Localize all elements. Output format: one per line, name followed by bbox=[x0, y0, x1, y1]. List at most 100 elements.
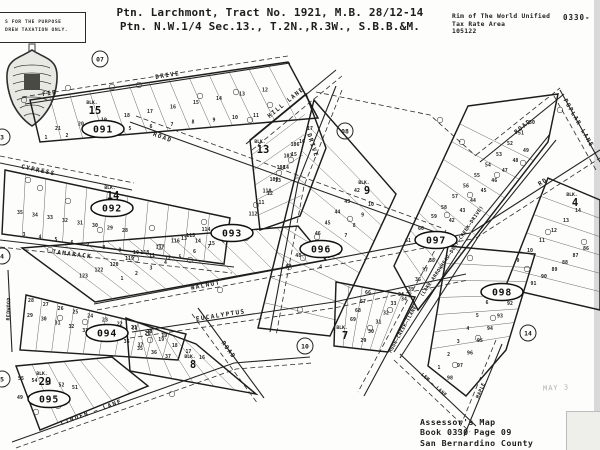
lot-number: 35 bbox=[17, 210, 23, 216]
lot-number: 21 bbox=[131, 325, 137, 331]
lot-number: 4 bbox=[39, 235, 42, 241]
block-15-lot-division bbox=[148, 82, 169, 132]
block-094-lot-division bbox=[51, 302, 59, 353]
lot-number: 66 bbox=[365, 290, 371, 296]
lot-number: 92 bbox=[507, 301, 513, 307]
block-7-lot-division bbox=[369, 291, 389, 351]
road-blk8-label: ROAD bbox=[219, 340, 236, 360]
lot-number: 60 bbox=[418, 226, 424, 232]
block-14-lot-division bbox=[62, 183, 67, 243]
lot-number: 49 bbox=[523, 148, 529, 154]
block-9-lot-division bbox=[288, 201, 367, 258]
lot-number: 11 bbox=[253, 113, 259, 119]
area-ref: 5 bbox=[0, 375, 4, 383]
lot-number: 55 bbox=[18, 376, 24, 382]
block-15-lot-division bbox=[168, 79, 190, 130]
block-14-lot-division bbox=[143, 200, 149, 254]
parcel-circle bbox=[132, 255, 140, 263]
lot-number: 35 bbox=[408, 287, 414, 293]
block-9-lot-division bbox=[264, 302, 338, 321]
parcel-circle bbox=[56, 314, 64, 322]
parcel-circle bbox=[346, 215, 354, 223]
lot-number: 26 bbox=[58, 306, 64, 312]
block-id: 095 bbox=[39, 395, 59, 406]
block-14-lot-division bbox=[183, 209, 190, 259]
block-15-lot-division bbox=[267, 64, 297, 120]
lot-number: 30 bbox=[368, 329, 374, 335]
lot-number: 4 bbox=[164, 260, 167, 266]
block-id: 098 bbox=[492, 288, 512, 299]
block-093-lot-division bbox=[64, 244, 131, 296]
lot-number: 69 bbox=[350, 317, 356, 323]
fir-drive-road bbox=[24, 62, 291, 105]
footer-line-3: San Bernardino County bbox=[420, 437, 534, 448]
county-seal-icon bbox=[6, 43, 58, 127]
block-7-lot-division bbox=[342, 284, 350, 348]
block-number: 15 bbox=[89, 105, 102, 117]
area-ref-circle bbox=[519, 324, 537, 342]
block-094-lot-division bbox=[35, 298, 43, 352]
purpose-stamp-box: S FOR THE PURPOSE DREW TAXATION ONLY. bbox=[0, 12, 86, 43]
lot-number: 1 bbox=[45, 135, 48, 141]
lot-number: 45 bbox=[481, 188, 487, 194]
block-id-ellipse bbox=[210, 223, 254, 243]
lot-number: 15 bbox=[291, 152, 297, 158]
block-id-ellipse bbox=[27, 389, 71, 409]
lot-number: 1 bbox=[121, 276, 124, 282]
block-number: 8 bbox=[190, 359, 196, 371]
lot-number: 44 bbox=[334, 210, 340, 216]
block-label: BLK. bbox=[336, 325, 347, 331]
lot-number: 87 bbox=[573, 253, 579, 259]
lot-number: 9 bbox=[517, 258, 520, 264]
lot-number: 36 bbox=[124, 339, 130, 345]
lot-number: 2 bbox=[447, 352, 450, 358]
lot-number: 10 bbox=[368, 202, 374, 208]
block-14-lot-division bbox=[203, 213, 210, 262]
block-093-lot-division bbox=[170, 235, 220, 280]
title-line-2: Ptn. N.W.1/4 Sec.13., T.2N.,R.3W., S.B.B… bbox=[119, 20, 421, 33]
lot-number: 15 bbox=[193, 100, 199, 106]
area-ref: 14 bbox=[524, 329, 532, 337]
block-15-lot-division bbox=[188, 76, 212, 128]
area-ref-circle bbox=[0, 247, 11, 265]
lot-number: 2 bbox=[66, 133, 69, 139]
parcel-circle bbox=[108, 83, 116, 91]
map-title: Ptn. Larchmont, Tract No. 1921, M.B. 28/… bbox=[112, 6, 428, 33]
lot-number: 28 bbox=[28, 298, 34, 304]
parcel-circle bbox=[81, 318, 89, 326]
lot-number: 54 bbox=[485, 162, 491, 168]
lot-number: 6 bbox=[71, 240, 74, 246]
area-ref-circle bbox=[296, 337, 314, 355]
poplar-lane-label: POPLAR LANE bbox=[561, 98, 595, 149]
block-13-lot-division bbox=[258, 195, 302, 216]
lot-number: 3 bbox=[23, 232, 26, 238]
block-9-lot-division bbox=[295, 175, 375, 242]
area-ref-circle bbox=[91, 50, 109, 68]
parcel-circle bbox=[519, 159, 527, 167]
hill-lane-centerline bbox=[251, 75, 343, 151]
block-29-lot-division bbox=[47, 362, 77, 416]
lot-number: 29 bbox=[27, 313, 33, 319]
block-8-lot-division bbox=[137, 322, 152, 375]
block-id: 094 bbox=[97, 329, 117, 340]
block-29-lot-division bbox=[63, 361, 95, 409]
lot-number: 4 bbox=[319, 264, 322, 270]
parcel-circle bbox=[266, 101, 274, 109]
lot-number: 5 bbox=[179, 255, 182, 261]
block-number: 4 bbox=[572, 197, 578, 209]
parcel-circle bbox=[489, 314, 497, 322]
lot-number: 61 bbox=[405, 238, 411, 244]
parcel-circle bbox=[436, 116, 444, 124]
area-ref-circle bbox=[0, 128, 11, 146]
lot-number: 44 bbox=[470, 198, 476, 204]
block-093-lot-division bbox=[255, 229, 291, 267]
tax-rate-area-code: 105122 bbox=[452, 28, 477, 36]
lot-number: 7 bbox=[171, 122, 174, 128]
lot-number: 67 bbox=[360, 299, 366, 305]
road-northeast-road bbox=[479, 93, 565, 163]
tax-rate-area-block: Rim of The World Unified Tax Rate Area 1… bbox=[452, 13, 550, 36]
lot-number: 21 bbox=[55, 126, 61, 132]
drive-mid-label: DRIVE bbox=[305, 133, 319, 159]
lot-number: 10 bbox=[232, 115, 238, 121]
